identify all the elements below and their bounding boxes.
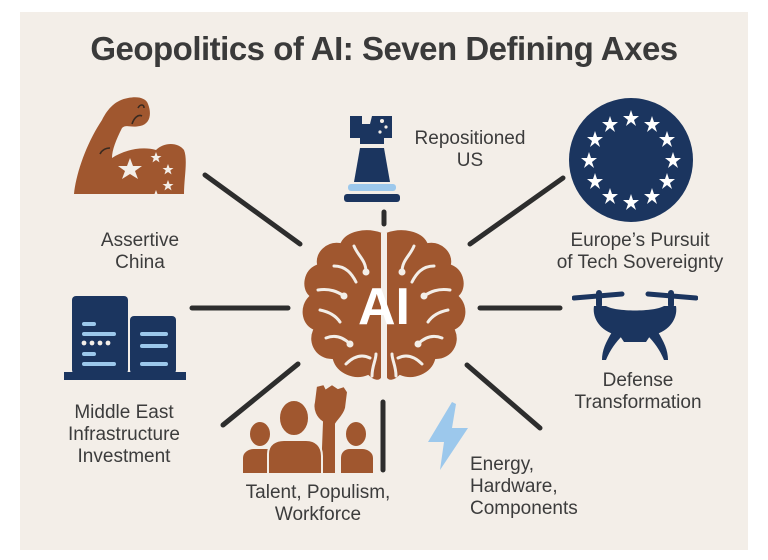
axis-label-europe: Europe’s Pursuit of Tech Sovereignty (540, 230, 740, 274)
axis-label-line: Investment (77, 446, 171, 467)
ai-label: AI (358, 278, 410, 336)
flexed-bicep-china-flag-icon (72, 94, 194, 202)
axis-label-middle-east: Middle East Infrastructure Investment (44, 402, 204, 468)
axis-label-us: Repositioned US (404, 128, 536, 172)
axis-label-line: Energy, (470, 454, 535, 475)
axis-label-line: of Tech Sovereignty (556, 252, 724, 273)
page-title: Geopolitics of AI: Seven Defining Axes (90, 30, 678, 67)
axis-label-line: Talent, Populism, (245, 482, 391, 503)
axis-label-talent: Talent, Populism, Workforce (226, 482, 410, 526)
axis-label-energy: Energy, Hardware, Components (470, 454, 630, 520)
eu-stars-circle-icon (566, 96, 696, 224)
axis-label-line: Infrastructure (68, 424, 180, 445)
lightning-bolt-icon (424, 400, 470, 472)
drone-icon (571, 288, 699, 362)
axis-label-line: Repositioned (414, 128, 526, 149)
axis-label-china: Assertive China (70, 230, 210, 274)
axis-label-line: Middle East (74, 402, 174, 423)
axis-label-defense: Defense Transformation (556, 370, 720, 414)
crowd-raised-fist-icon (240, 382, 376, 475)
axis-label-line: Workforce (274, 504, 362, 525)
axis-label-line: Hardware, (470, 476, 558, 497)
axis-label-line: China (115, 252, 165, 273)
axis-label-line: Transformation (574, 392, 702, 413)
axis-label-line: Components (470, 498, 578, 519)
buildings-icon (62, 292, 188, 382)
axis-label-line: Defense (602, 370, 674, 391)
axis-label-line: Assertive (100, 230, 180, 251)
axis-label-line: Europe’s Pursuit (570, 230, 710, 251)
axis-label-line: US (456, 150, 484, 171)
brain-circuit-icon: AI (296, 226, 472, 386)
chess-rook-icon (342, 112, 402, 204)
